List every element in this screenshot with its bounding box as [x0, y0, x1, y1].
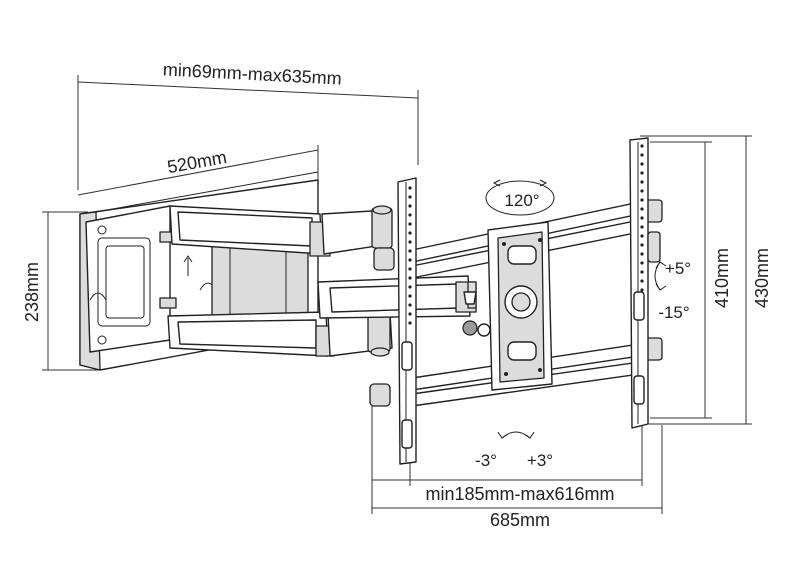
overall-width-label: 685mm	[490, 510, 550, 530]
vesa-width-label: min185mm-max616mm	[425, 484, 614, 504]
dim-arm-length-line	[77, 149, 319, 196]
perforation-hole	[408, 258, 412, 262]
perforation-hole	[640, 144, 644, 148]
perforation-hole	[640, 279, 644, 283]
overall-height-label: 430mm	[752, 248, 772, 308]
perforation-hole	[640, 270, 644, 274]
perforation-hole	[408, 267, 412, 271]
perforation-hole	[408, 213, 412, 217]
dimension-lines	[42, 75, 752, 514]
rail-spacing-label: 410mm	[712, 248, 732, 308]
perforation-hole	[640, 216, 644, 220]
bracket-holes	[408, 144, 644, 325]
perforation-hole	[640, 171, 644, 175]
swivel-arc-icon	[485, 180, 555, 216]
tilt-head-plate	[487, 221, 553, 391]
tilt-up-label: +5°	[665, 259, 691, 278]
perforation-hole	[640, 252, 644, 256]
perforation-hole	[640, 207, 644, 211]
perforation-hole	[408, 249, 412, 253]
perforation-hole	[640, 288, 644, 292]
perforation-hole	[640, 198, 644, 202]
level-left-label: -3°	[475, 451, 497, 470]
right-tv-bracket	[629, 137, 661, 429]
perforation-hole	[408, 303, 412, 307]
plate-height-label: 238mm	[22, 262, 42, 322]
perforation-hole	[408, 321, 412, 325]
perforation-hole	[640, 180, 644, 184]
perforation-hole	[408, 186, 412, 190]
perforation-hole	[408, 312, 412, 316]
perforation-hole	[408, 285, 412, 289]
perforation-hole	[408, 195, 412, 199]
left-tv-bracket	[369, 177, 417, 465]
perforation-hole	[408, 240, 412, 244]
perforation-hole	[640, 162, 644, 166]
dim-top-extension-line	[77, 81, 419, 99]
perforation-hole	[640, 225, 644, 229]
perforation-hole	[408, 222, 412, 226]
perforation-hole	[640, 189, 644, 193]
perforation-hole	[408, 276, 412, 280]
tilt-down-label: -15°	[658, 303, 689, 322]
perforation-hole	[408, 231, 412, 235]
perforation-hole	[640, 243, 644, 247]
swing-arms	[167, 205, 491, 357]
level-right-label: +3°	[527, 451, 553, 470]
perforation-hole	[640, 234, 644, 238]
perforation-hole	[640, 261, 644, 265]
rotation-indicators	[485, 179, 667, 439]
top-extension-label: min69mm-max635mm	[162, 59, 342, 88]
perforation-hole	[408, 294, 412, 298]
perforation-hole	[408, 204, 412, 208]
swivel-angle-label: 120°	[504, 191, 539, 210]
perforation-hole	[640, 153, 644, 157]
